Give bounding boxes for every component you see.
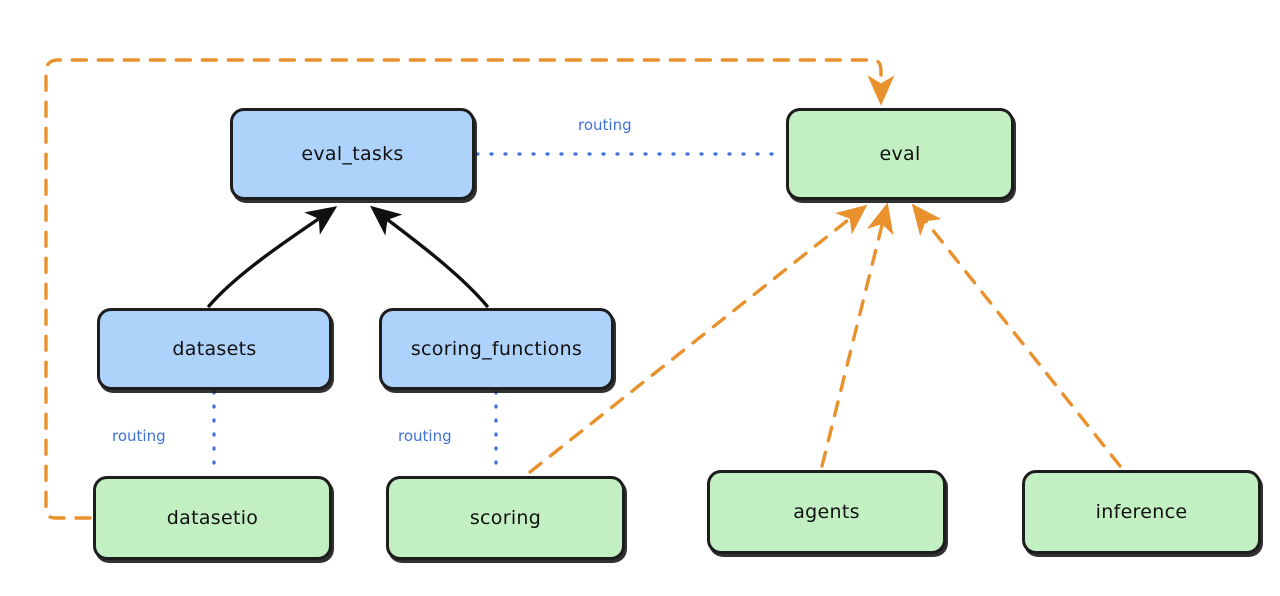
edge-label-routing-datasets-datasetio: routing: [112, 427, 166, 445]
node-inference[interactable]: inference: [1022, 470, 1261, 554]
edge-inference-to-eval: [911, 203, 1122, 468]
node-datasetio-label: datasetio: [166, 507, 259, 529]
node-datasets[interactable]: datasets: [97, 308, 332, 390]
edge-label-routing-scoring-functions-scoring: routing: [398, 427, 452, 445]
edge-scoring-functions-to-eval-tasks: [370, 205, 489, 308]
node-scoring-functions[interactable]: scoring_functions: [379, 308, 614, 390]
edge-datasetio-to-eval: [44, 58, 895, 520]
edge-label-routing-eval-tasks-eval: routing: [578, 116, 632, 134]
node-eval[interactable]: eval: [786, 108, 1014, 200]
node-eval-tasks[interactable]: eval_tasks: [230, 108, 475, 200]
node-agents-label: agents: [793, 501, 860, 523]
node-inference-label: inference: [1095, 501, 1188, 523]
node-eval-label: eval: [879, 143, 921, 165]
node-agents[interactable]: agents: [707, 470, 946, 554]
node-scoring[interactable]: scoring: [386, 476, 625, 560]
edge-agents-to-eval: [820, 202, 894, 468]
node-scoring-label: scoring: [469, 507, 542, 529]
node-scoring-functions-label: scoring_functions: [410, 338, 583, 360]
node-datasetio[interactable]: datasetio: [93, 476, 332, 560]
node-datasets-label: datasets: [172, 338, 257, 360]
edge-scoring-to-eval: [528, 204, 868, 474]
edge-datasets-to-eval-tasks: [207, 206, 338, 308]
node-eval-tasks-label: eval_tasks: [301, 143, 404, 165]
